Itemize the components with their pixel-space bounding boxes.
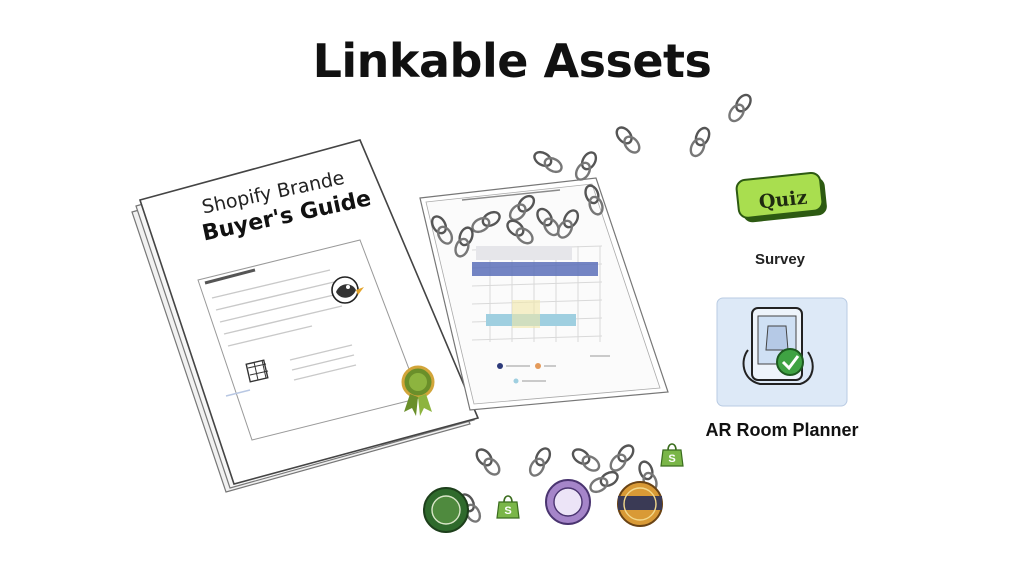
link-icon [687,124,713,160]
quiz-button-shape [735,171,827,223]
link-icon [526,444,554,480]
ar-room-planner-card [716,297,848,407]
link-icon [530,148,566,176]
guide-booklet [131,139,480,493]
shopify-bag-icon [660,443,684,467]
link-icon [472,445,504,479]
report-chart-page [419,177,669,411]
page-title: Linkable Assets [312,34,712,88]
shopify-bag-icon [496,495,520,519]
ar-room-planner-label: AR Room Planner [705,420,859,440]
survey-label: Survey [754,251,806,268]
link-icon [586,468,622,496]
link-icon [569,445,603,475]
link-icon [725,91,755,125]
badges-row [423,479,663,533]
link-icon [572,148,600,184]
green-seal-badge [423,487,469,533]
link-icon [612,123,644,157]
gold-seal-badge [617,481,663,527]
purple-seal-badge [545,479,591,525]
link-icon [606,441,638,475]
